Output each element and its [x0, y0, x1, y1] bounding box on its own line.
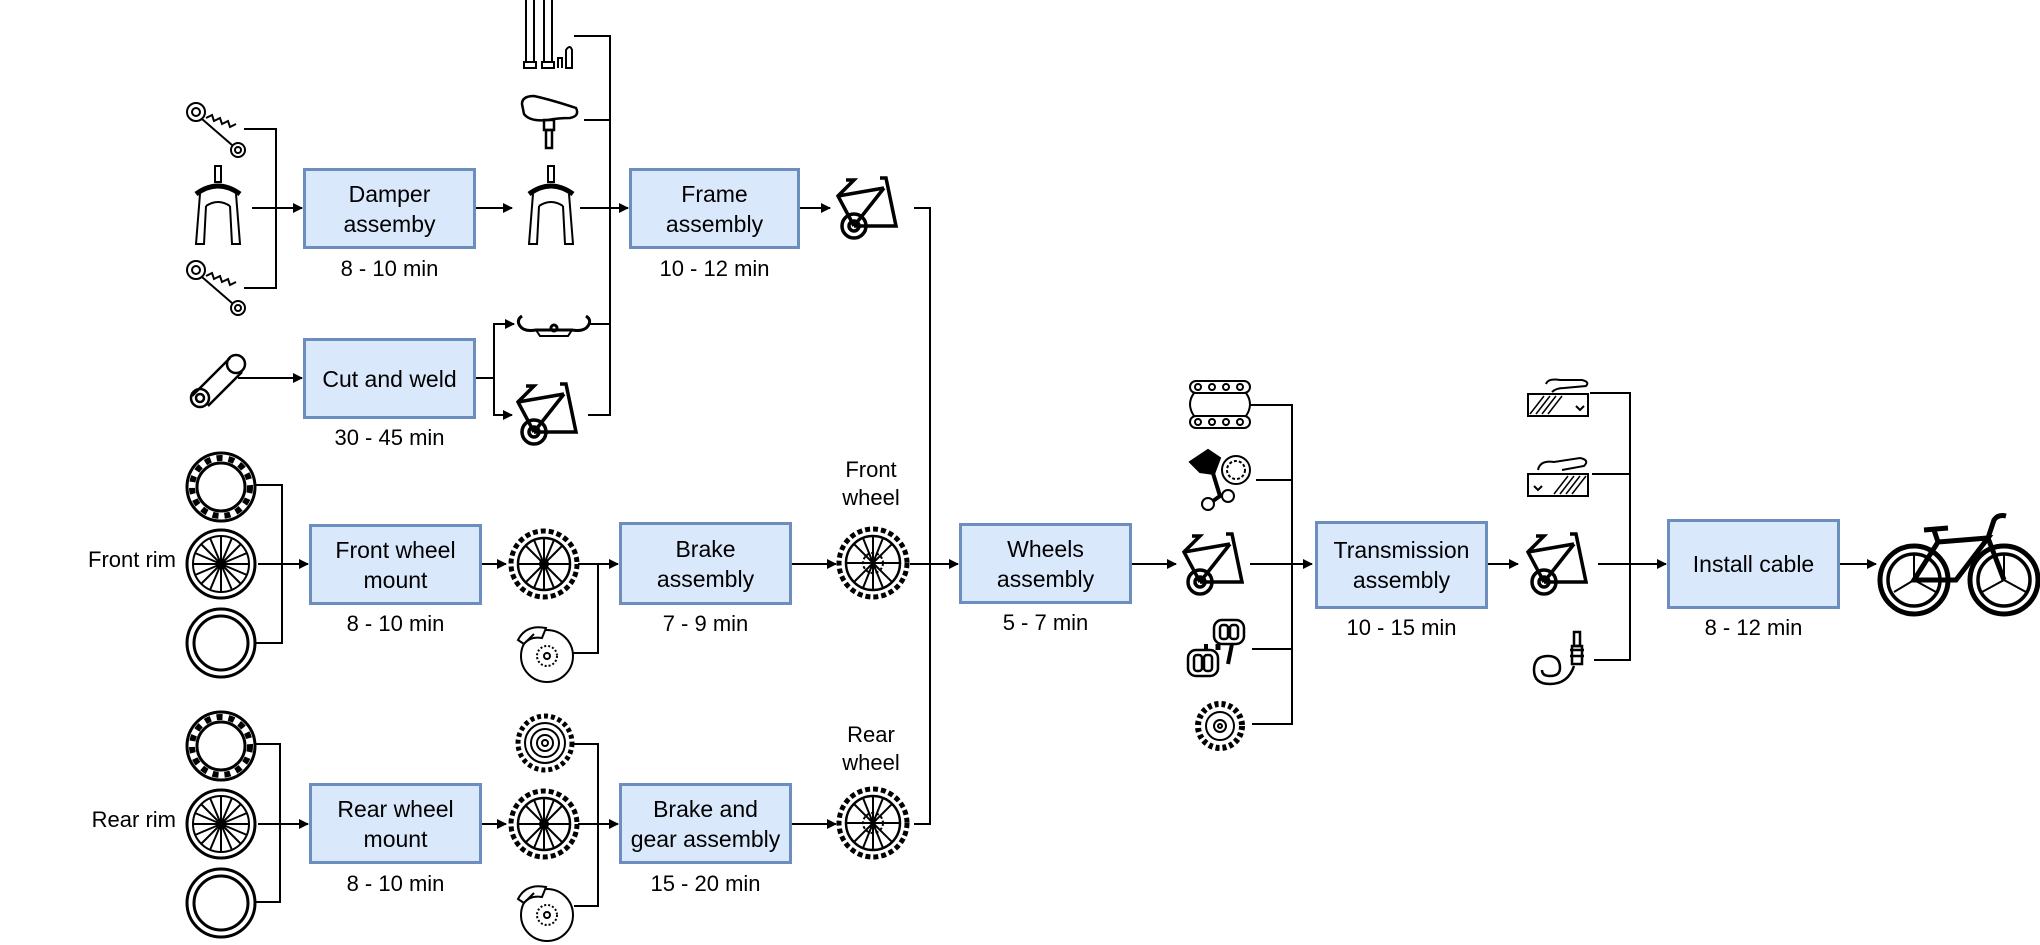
brake-assembly-step: Brake assembly	[619, 522, 792, 605]
suspension-fork-icon	[523, 164, 579, 248]
derailleur-icon	[1184, 448, 1254, 512]
front-wheel-mount-time: 8 - 10 min	[346, 611, 445, 636]
install-cable-step: Install cable	[1667, 519, 1840, 609]
tire-tread-icon	[184, 450, 258, 524]
install-cable-time: 8 - 12 min	[1704, 615, 1803, 640]
wheels-assembly-step: Wheels assembly	[959, 523, 1132, 604]
bike-frame-icon	[1524, 530, 1600, 598]
bike-frame-icon	[514, 380, 590, 448]
cable-icon	[1528, 626, 1594, 692]
mounted-wheel-icon	[508, 788, 580, 860]
plain-tire-icon	[184, 606, 258, 680]
tube-icon	[186, 346, 250, 410]
front-wheel-icon	[836, 526, 910, 600]
damper-assembly-time: 8 - 10 min	[340, 256, 439, 281]
spoked-wheel-icon	[184, 527, 258, 601]
seat-icon	[518, 94, 582, 150]
spoked-wheel-icon	[184, 787, 258, 861]
rear-rim-label: Rear rim	[91, 807, 176, 832]
cassette-icon	[514, 712, 576, 774]
damper-assembly-step: Damper assemby	[303, 168, 476, 249]
brake-lever-icon	[1526, 376, 1592, 420]
chainring-icon	[1192, 698, 1248, 754]
mounted-wheel-icon	[508, 528, 580, 600]
brake-and-gear-assembly-time: 15 - 20 min	[650, 871, 761, 896]
front-wheel-mount-step: Front wheel mount	[309, 524, 482, 605]
front-rim-label: Front rim	[88, 547, 176, 572]
front-wheel-label: Front wheel	[842, 457, 900, 510]
wheels-assembly-time: 5 - 7 min	[1002, 610, 1089, 635]
brake-disc-icon	[514, 622, 576, 684]
shock-absorber-icon	[184, 100, 250, 160]
handlebar-icon	[514, 308, 594, 342]
cut-and-weld-time: 30 - 45 min	[334, 425, 445, 450]
cut-and-weld-step: Cut and weld	[303, 338, 476, 419]
fork-parts-icon	[518, 0, 580, 72]
rear-wheel-label: Rear wheel	[842, 722, 900, 775]
brake-assembly-time: 7 - 9 min	[662, 611, 749, 636]
bicycle-icon	[1876, 512, 2040, 618]
plain-tire-icon	[184, 866, 258, 940]
brake-and-gear-assembly-step: Brake and gear assembly	[619, 783, 792, 864]
pedals-icon	[1184, 614, 1256, 686]
rear-wheel-mount-step: Rear wheel mount	[309, 783, 482, 864]
rear-wheel-mount-time: 8 - 10 min	[346, 871, 445, 896]
shock-absorber-icon	[184, 258, 250, 318]
transmission-assembly-step: Transmission assembly	[1315, 521, 1488, 609]
transmission-assembly-time: 10 - 15 min	[1346, 615, 1457, 640]
shifter-icon	[1526, 456, 1592, 500]
suspension-fork-icon	[190, 164, 246, 248]
chain-icon	[1188, 378, 1252, 432]
brake-disc-icon	[514, 881, 576, 943]
rear-wheel-icon	[836, 786, 910, 860]
bike-frame-icon	[1180, 530, 1256, 598]
frame-assembly-step: Frame assembly	[629, 168, 800, 249]
frame-assembly-time: 10 - 12 min	[659, 256, 770, 281]
tire-tread-icon	[184, 709, 258, 783]
bike-frame-icon	[834, 174, 910, 242]
